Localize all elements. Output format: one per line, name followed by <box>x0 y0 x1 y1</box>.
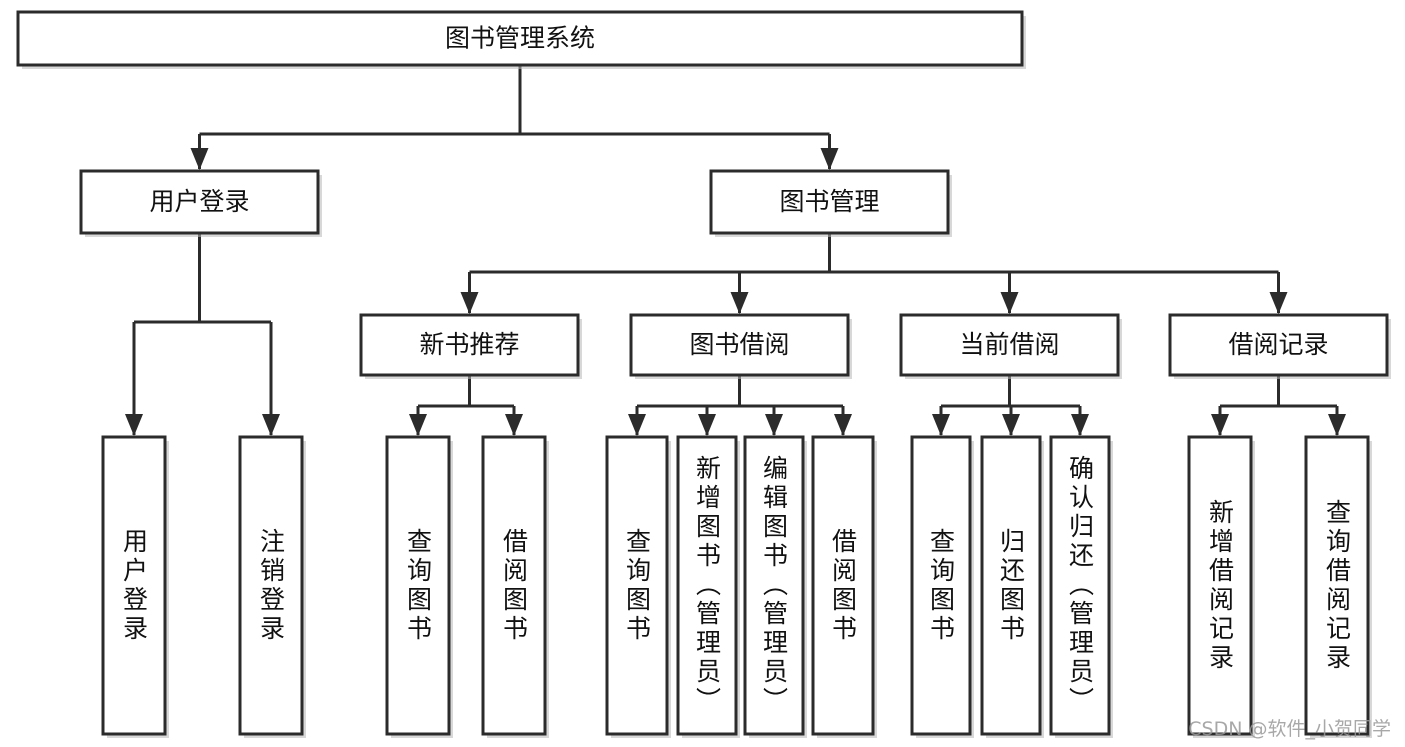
node-label: 图书借阅 <box>689 330 789 359</box>
arrow-head-icon-level3-2 <box>1000 292 1019 314</box>
arrow-head-icon-leaf-new-book-recommend-1 <box>505 414 523 436</box>
arrow-head-icon-leaf-book-borrow-3 <box>834 414 852 436</box>
arrow-head-icon-leaf-borrow-record-0 <box>1211 414 1229 436</box>
node-leaf-query-book-1[interactable] <box>385 435 453 738</box>
arrow-head-icon-leaf-book-borrow-0 <box>628 414 646 436</box>
arrow-head-icon-level3-3 <box>1269 292 1288 314</box>
arrow-head-icon-leaf-book-borrow-2 <box>765 414 783 436</box>
node-leaf-borrow-book-1[interactable] <box>481 435 549 738</box>
node-leaf-edit-book-admin[interactable] <box>743 435 807 738</box>
arrow-head-icon-leaf-book-borrow-1 <box>698 414 716 436</box>
watermark-text: CSDN @软件_小贺同学 <box>1188 718 1391 740</box>
node-current-borrow[interactable]: 当前借阅 <box>899 313 1122 379</box>
arrow-head-icon-leaf-userlogin-1 <box>262 414 280 436</box>
node-leaf-confirm-return-admin[interactable] <box>1049 435 1113 738</box>
arrow-head-icon-level2-1 <box>820 148 839 170</box>
node-title-book-management-system[interactable]: 图书管理系统 <box>16 10 1026 69</box>
node-label: 借阅记录 <box>1228 330 1328 359</box>
node-borrow-record[interactable]: 借阅记录 <box>1168 313 1391 379</box>
node-label: 用户登录 <box>149 187 249 216</box>
node-book-manage[interactable]: 图书管理 <box>709 169 952 237</box>
arrow-head-icon-level2-0 <box>190 148 209 170</box>
node-leaf-user-logout[interactable] <box>238 435 306 738</box>
node-leaf-return-book[interactable] <box>980 435 1044 738</box>
node-leaf-query-book-2[interactable] <box>605 435 671 738</box>
arrow-head-icon-leaf-current-borrow-1 <box>1002 414 1020 436</box>
node-leaf-borrow-book-2[interactable] <box>811 435 877 738</box>
arrow-head-icon-level3-0 <box>460 292 479 314</box>
node-leaf-query-borrow-record[interactable] <box>1304 435 1372 738</box>
node-leaf-add-book-admin[interactable] <box>676 435 740 738</box>
node-new-book-recommend[interactable]: 新书推荐 <box>359 313 582 379</box>
node-book-borrow[interactable]: 图书借阅 <box>629 313 852 379</box>
node-user-login[interactable]: 用户登录 <box>79 169 322 237</box>
node-label: 图书管理系统 <box>445 24 595 53</box>
arrow-head-icon-leaf-userlogin-0 <box>125 414 143 436</box>
node-label: 当前借阅 <box>959 330 1059 359</box>
node-leaf-query-book-3[interactable] <box>910 435 974 738</box>
node-label: 新书推荐 <box>419 330 519 359</box>
arrow-head-icon-leaf-new-book-recommend-0 <box>409 414 427 436</box>
node-leaf-user-login[interactable] <box>101 435 169 738</box>
arrow-head-icon-leaf-borrow-record-1 <box>1328 414 1346 436</box>
node-leaf-add-borrow-record[interactable] <box>1187 435 1255 738</box>
node-label: 图书管理 <box>779 187 879 216</box>
arrow-head-icon-leaf-current-borrow-2 <box>1071 414 1089 436</box>
arrow-head-icon-level3-1 <box>730 292 749 314</box>
arrow-head-icon-leaf-current-borrow-0 <box>932 414 950 436</box>
